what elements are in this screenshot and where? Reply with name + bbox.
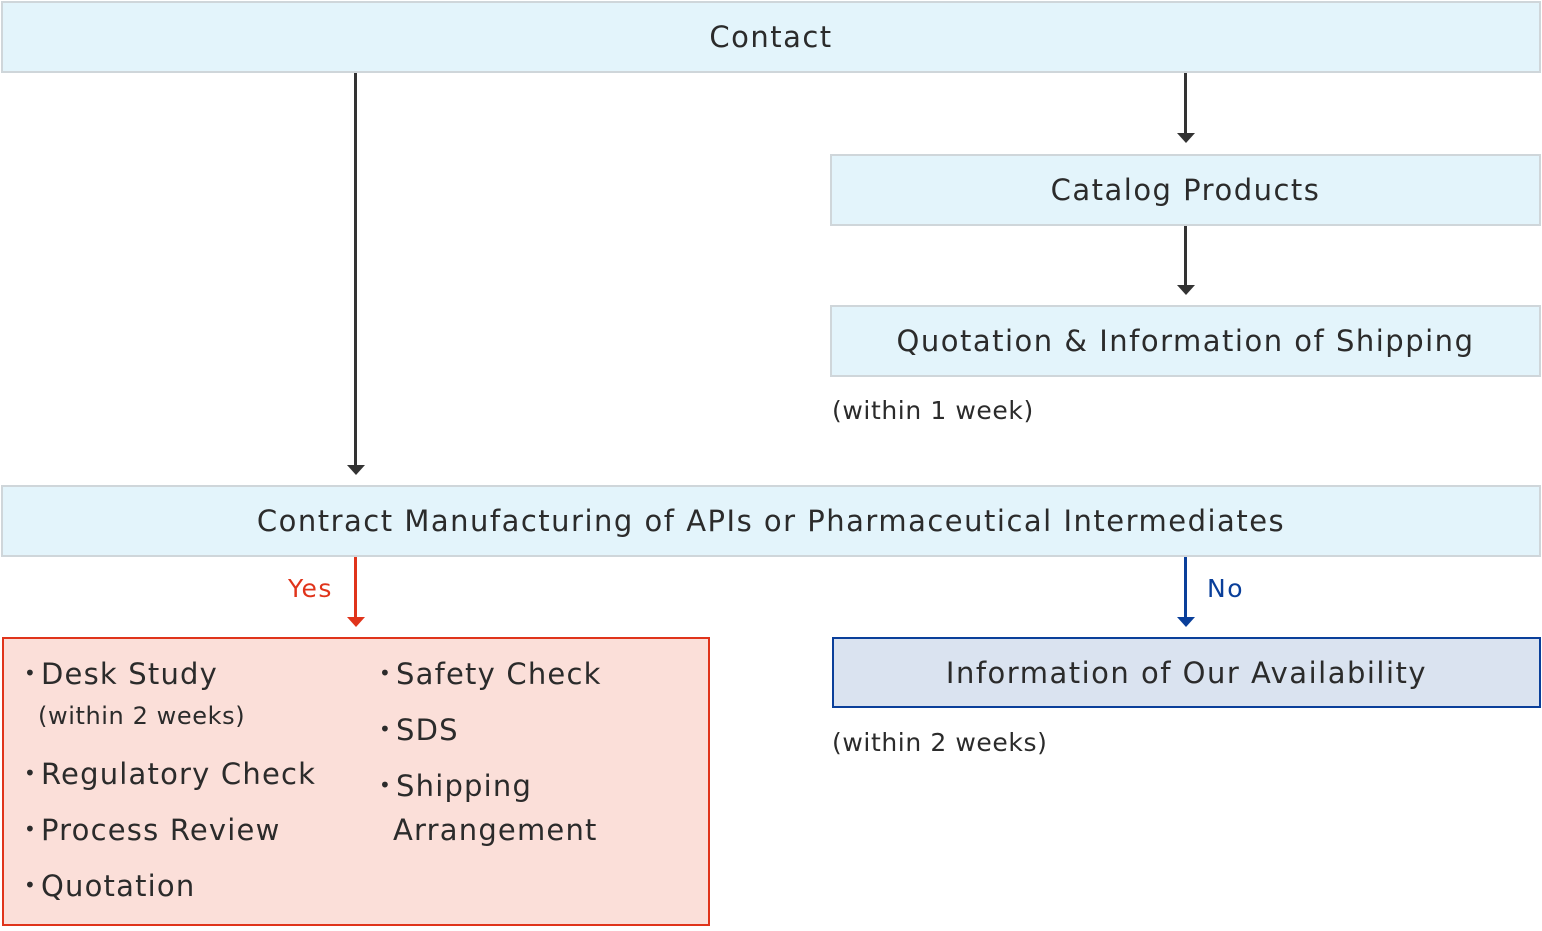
step-desk-study: •Desk Study <box>24 657 218 691</box>
arrow-contact-to-contract <box>354 73 357 465</box>
step-sds-label: SDS <box>396 713 459 747</box>
step-regulatory-check: •Regulatory Check <box>24 757 316 791</box>
arrow-contact-to-catalog <box>1184 73 1187 133</box>
step-quotation: •Quotation <box>24 869 195 903</box>
catalog-products-label: Catalog Products <box>1050 173 1321 207</box>
step-shipping: •Shipping <box>379 769 532 803</box>
step-shipping-label: Shipping <box>396 769 533 803</box>
step-safety-check-label: Safety Check <box>396 657 602 691</box>
yes-label: Yes <box>288 574 333 603</box>
arrowhead-no <box>1177 617 1195 627</box>
no-label: No <box>1207 574 1244 603</box>
quotation-shipping-box: Quotation & Information of Shipping <box>830 305 1541 377</box>
contact-label: Contact <box>709 20 833 54</box>
step-quotation-label: Quotation <box>41 869 196 903</box>
bullet: • <box>379 773 392 797</box>
step-safety-check: •Safety Check <box>379 657 602 691</box>
bullet: • <box>24 873 37 897</box>
step-process-review-label: Process Review <box>41 813 281 847</box>
arrowhead-contact-to-contract <box>347 465 365 475</box>
arrow-catalog-to-quotation <box>1184 226 1187 285</box>
bullet: • <box>379 661 392 685</box>
bullet: • <box>24 661 37 685</box>
availability-label: Information of Our Availability <box>945 655 1428 690</box>
contract-manufacturing-label: Contract Manufacturing of APIs or Pharma… <box>256 504 1286 538</box>
step-shipping-line2: Arrangement <box>393 813 598 847</box>
availability-timeframe-note: (within 2 weeks) <box>832 728 1048 757</box>
availability-box: Information of Our Availability <box>832 637 1541 708</box>
step-process-review: •Process Review <box>24 813 281 847</box>
step-desk-study-note: (within 2 weeks) <box>38 702 246 730</box>
contract-manufacturing-box: Contract Manufacturing of APIs or Pharma… <box>1 485 1541 557</box>
step-desk-study-label: Desk Study <box>41 657 219 691</box>
arrowhead-contact-to-catalog <box>1177 133 1195 143</box>
bullet: • <box>379 717 392 741</box>
step-sds: •SDS <box>379 713 459 747</box>
quotation-timeframe-note: (within 1 week) <box>832 396 1034 425</box>
arrowhead-yes <box>347 617 365 627</box>
bullet: • <box>24 761 37 785</box>
catalog-products-box: Catalog Products <box>830 154 1541 226</box>
arrowhead-catalog-to-quotation <box>1177 285 1195 295</box>
yes-steps-box: •Desk Study (within 2 weeks) •Regulatory… <box>2 637 710 926</box>
arrow-yes <box>354 557 357 617</box>
bullet: • <box>24 817 37 841</box>
contact-box: Contact <box>1 1 1541 73</box>
quotation-shipping-label: Quotation & Information of Shipping <box>896 324 1475 358</box>
arrow-no <box>1184 557 1187 617</box>
step-regulatory-check-label: Regulatory Check <box>41 757 317 791</box>
